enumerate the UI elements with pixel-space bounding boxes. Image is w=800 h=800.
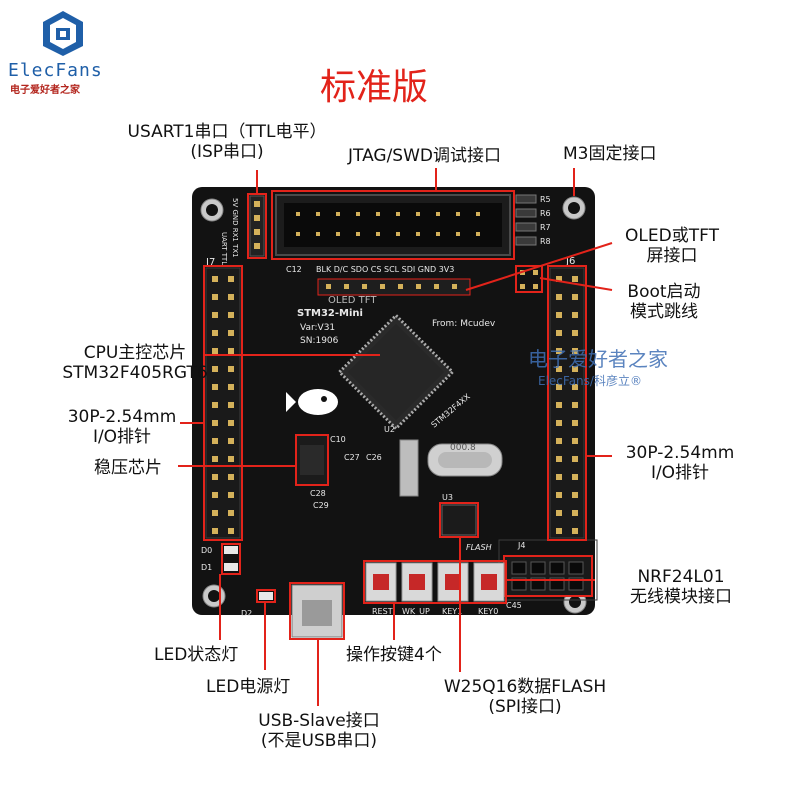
label-nrf: NRF24L01 无线模块接口 — [606, 567, 756, 607]
crystal-silk: 000.8 — [450, 443, 476, 453]
rtc-crystal — [399, 439, 419, 497]
label-boot-line1: Boot启动 — [627, 282, 701, 302]
label-oled: OLED或TFT 屏接口 — [612, 226, 732, 266]
highlight-boxes — [203, 190, 587, 640]
led-d0-silk: D0 — [201, 546, 212, 555]
j7-silk: J7 — [205, 257, 215, 268]
label-io-right-line1: 30P-2.54mm — [625, 443, 735, 463]
j4-silk: J4 — [517, 541, 525, 550]
button-wkup-silk: WK_UP — [402, 607, 430, 616]
c29-silk: C29 — [313, 501, 329, 510]
label-usb-line2: (不是USB串口) — [260, 731, 378, 751]
label-cpu: CPU主控芯片 STM32F405RGT6 — [60, 343, 210, 383]
watermark-en: ElecFans/科彦立® — [538, 374, 642, 388]
r8-silk: R8 — [540, 237, 551, 246]
buttons-group — [365, 562, 505, 602]
page-title: 标准版 — [320, 67, 429, 108]
board-serial-silk: SN:1906 — [300, 336, 339, 346]
uart-pins-silk: 5V GND RX1 TX1 — [231, 198, 239, 258]
resistor-array — [515, 194, 537, 246]
label-jtag: JTAG/SWD调试接口 — [348, 146, 501, 166]
logo-icon — [43, 11, 83, 56]
label-led-power: LED电源灯 — [206, 677, 291, 697]
label-io-left-line1: 30P-2.54mm — [67, 407, 177, 427]
u3-silk: U3 — [442, 493, 453, 502]
label-flash-line2: (SPI接口) — [488, 697, 562, 717]
u2-silk: U2 — [384, 425, 395, 434]
watermark-cn: 电子爱好者之家 — [528, 347, 668, 371]
led-d1-silk: D1 — [201, 563, 212, 572]
label-m3: M3固定接口 — [563, 144, 657, 164]
c28-silk: C28 — [310, 489, 326, 498]
label-usart-line2: (ISP串口) — [190, 142, 264, 162]
flash-chip — [441, 504, 477, 536]
board-name-silk: STM32-Mini — [297, 308, 363, 319]
label-oled-line2: 屏接口 — [646, 246, 698, 266]
flash-silk: FLASH — [466, 543, 492, 552]
oled-text-silk: OLED TFT — [328, 295, 377, 306]
label-cpu-line1: CPU主控芯片 — [83, 343, 187, 363]
c26-silk: C26 — [366, 453, 382, 462]
oled-pins-silk: BLK D/C SDO CS SCL SDI GND 3V3 — [316, 265, 454, 274]
c10-silk: C10 — [330, 435, 346, 444]
label-io-left: 30P-2.54mm I/O排针 — [60, 407, 184, 447]
j6-silk: J6 — [565, 256, 575, 267]
label-io-right-line2: I/O排针 — [650, 463, 710, 483]
logo-tagline: 电子爱好者之家 — [10, 85, 80, 96]
label-nrf-line2: 无线模块接口 — [630, 587, 732, 607]
logo-brand: ElecFans — [8, 60, 103, 81]
jtag-pins — [296, 212, 480, 236]
label-usb-line1: USB-Slave接口 — [258, 711, 380, 731]
board-from-silk: From: Mcudev — [432, 319, 496, 329]
label-flash-line1: W25Q16数据FLASH — [443, 677, 607, 697]
label-flash: W25Q16数据FLASH (SPI接口) — [425, 677, 625, 717]
label-regulator: 稳压芯片 — [94, 458, 162, 478]
header-j6 — [549, 267, 585, 539]
cpu-chip — [337, 313, 455, 431]
label-boot: Boot启动 模式跳线 — [612, 282, 716, 322]
label-oled-line1: OLED或TFT — [625, 226, 719, 246]
label-led-status: LED状态灯 — [154, 645, 239, 665]
header-j7 — [205, 267, 241, 539]
label-nrf-line1: NRF24L01 — [637, 567, 725, 587]
r5-silk: R5 — [540, 195, 551, 204]
label-usart-line1: USART1串口（TTL电平） — [127, 122, 327, 142]
oled-header — [317, 278, 471, 296]
led-d2-silk: D2 — [241, 609, 252, 618]
uart-header — [249, 195, 265, 257]
label-io-left-line2: I/O排针 — [92, 427, 152, 447]
button-rest-silk: REST — [372, 607, 393, 616]
r7-silk: R7 — [540, 223, 551, 232]
c12-silk: C12 — [286, 265, 302, 274]
button-key1-silk: KEY1 — [442, 607, 462, 616]
r6-silk: R6 — [540, 209, 551, 218]
label-boot-line2: 模式跳线 — [630, 302, 698, 322]
c27-silk: C27 — [344, 453, 360, 462]
label-io-right: 30P-2.54mm I/O排针 — [612, 443, 748, 483]
fish-logo — [286, 389, 338, 415]
label-usb: USB-Slave接口 (不是USB串口) — [244, 711, 394, 751]
label-buttons: 操作按键4个 — [346, 645, 442, 665]
label-cpu-line2: STM32F405RGT6 — [62, 363, 208, 383]
uart-tag-silk: UART TTL — [220, 232, 228, 265]
callout-lines — [178, 168, 613, 706]
label-usart: USART1串口（TTL电平） (ISP串口) — [112, 122, 342, 162]
board-version-silk: Var:V31 — [300, 323, 335, 333]
c45-silk: C45 — [506, 601, 522, 610]
leds — [224, 546, 273, 600]
button-key0-silk: KEY0 — [478, 607, 498, 616]
